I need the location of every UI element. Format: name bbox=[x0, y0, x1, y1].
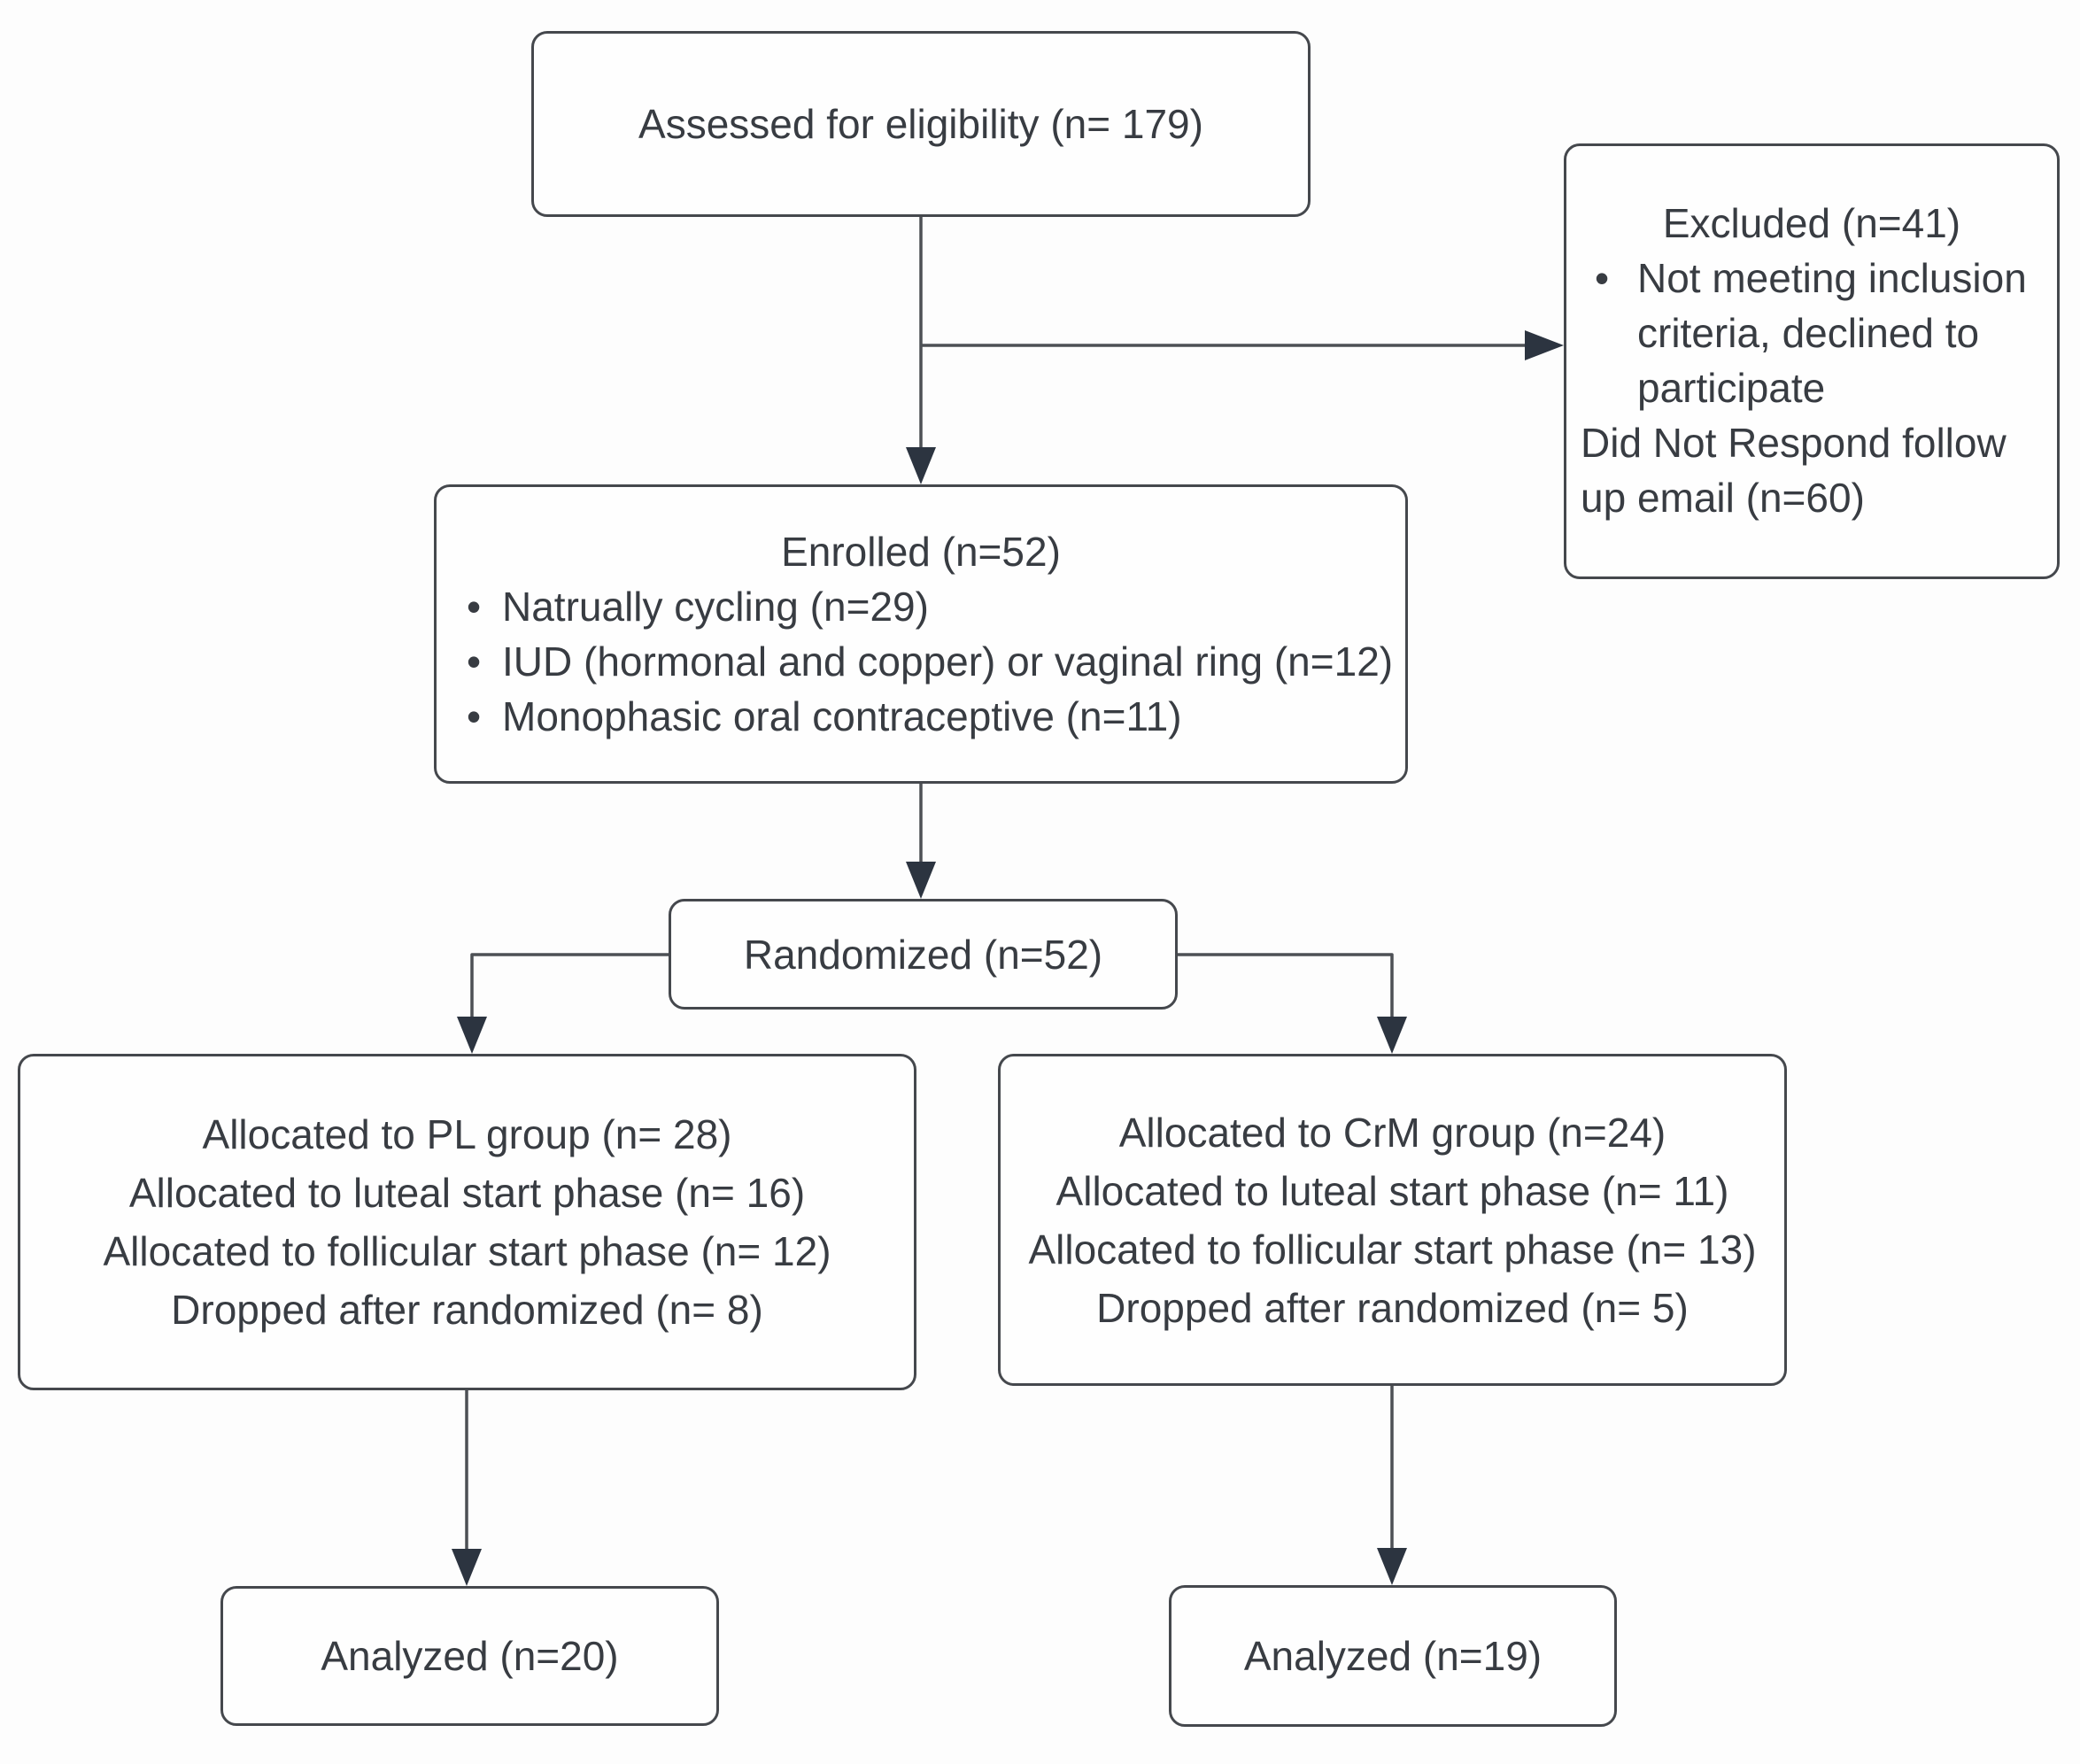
arrowhead-randomized bbox=[906, 862, 936, 899]
allocation-pl-box: Allocated to PL group (n= 28) Allocated … bbox=[18, 1054, 916, 1390]
arrowhead-enrolled bbox=[906, 447, 936, 484]
alloc-pl-line: Allocated to luteal start phase (n= 16) bbox=[128, 1170, 806, 1216]
analyzed-pl-box: Analyzed (n=20) bbox=[220, 1586, 719, 1726]
enrolled-bullet-text: IUD (hormonal and copper) or vaginal rin… bbox=[502, 638, 1394, 685]
alloc-pl-line: Dropped after randomized (n= 8) bbox=[171, 1287, 763, 1333]
arrowhead-analyzed-crm bbox=[1377, 1548, 1407, 1585]
alloc-crm-line: Allocated to CrM group (n=24) bbox=[1118, 1109, 1666, 1156]
excluded-bullet-row: participate bbox=[1581, 360, 2043, 415]
randomized-text: Randomized (n=52) bbox=[743, 931, 1103, 978]
excluded-note-line: up email (n=60) bbox=[1581, 475, 1865, 521]
enrolled-title: Enrolled (n=52) bbox=[781, 529, 1061, 575]
analyzed-crm-box: Analyzed (n=19) bbox=[1169, 1585, 1617, 1727]
bullet-icon: • bbox=[467, 693, 482, 739]
alloc-crm-line: Allocated to luteal start phase (n= 11) bbox=[1055, 1167, 1729, 1214]
enrolled-bullet-text: Natrually cycling (n=29) bbox=[502, 584, 929, 630]
excluded-note-line: Did Not Respond follow bbox=[1581, 420, 2007, 466]
excluded-bullet-line: participate bbox=[1637, 365, 1826, 411]
randomized-box: Randomized (n=52) bbox=[669, 899, 1178, 1010]
enrolled-bullet-text: Monophasic oral contraceptive (n=11) bbox=[502, 693, 1182, 739]
enrolled-bullet-row: • IUD (hormonal and copper) or vaginal r… bbox=[445, 634, 1396, 689]
bullet-icon: • bbox=[467, 638, 482, 685]
excluded-bullet-row: criteria, declined to bbox=[1581, 306, 2043, 360]
alloc-pl-line: Allocated to follicular start phase (n= … bbox=[103, 1228, 831, 1274]
arrowhead-analyzed-pl bbox=[452, 1549, 482, 1586]
analyzed-pl-text: Analyzed (n=20) bbox=[321, 1633, 619, 1679]
enrolled-bullet-row: • Monophasic oral contraceptive (n=11) bbox=[445, 689, 1396, 744]
alloc-crm-line: Dropped after randomized (n= 5) bbox=[1096, 1284, 1689, 1331]
excluded-bullet-line: Not meeting inclusion bbox=[1637, 255, 2027, 301]
excluded-title: Excluded (n=41) bbox=[1662, 200, 1961, 246]
analyzed-crm-text: Analyzed (n=19) bbox=[1243, 1633, 1543, 1679]
bullet-icon: • bbox=[467, 584, 482, 630]
bullet-icon: • bbox=[1595, 255, 1610, 301]
arrowhead-excluded bbox=[1525, 330, 1564, 360]
enrolled-bullet-row: • Natrually cycling (n=29) bbox=[445, 579, 1396, 634]
excluded-bullet-line: criteria, declined to bbox=[1637, 310, 1980, 356]
allocation-crm-box: Allocated to CrM group (n=24) Allocated … bbox=[998, 1054, 1787, 1386]
bullet-spacer bbox=[1595, 306, 1637, 360]
arrowhead-alloc-crm bbox=[1377, 1017, 1407, 1054]
assessed-box: Assessed for eligibility (n= 179) bbox=[531, 31, 1311, 217]
arrowhead-alloc-pl bbox=[457, 1017, 487, 1054]
excluded-box: Excluded (n=41) • Not meeting inclusion … bbox=[1564, 143, 2060, 579]
enrolled-box: Enrolled (n=52) • Natrually cycling (n=2… bbox=[434, 484, 1408, 784]
excluded-bullet-row: • Not meeting inclusion bbox=[1581, 251, 2043, 306]
connector-randomized-alloc-crm bbox=[1178, 953, 1394, 1018]
connector-randomized-alloc-pl bbox=[470, 953, 669, 1018]
assessed-text: Assessed for eligibility (n= 179) bbox=[638, 101, 1203, 147]
alloc-pl-line: Allocated to PL group (n= 28) bbox=[202, 1111, 732, 1157]
bullet-spacer bbox=[1595, 360, 1637, 415]
alloc-crm-line: Allocated to follicular start phase (n= … bbox=[1028, 1226, 1757, 1273]
